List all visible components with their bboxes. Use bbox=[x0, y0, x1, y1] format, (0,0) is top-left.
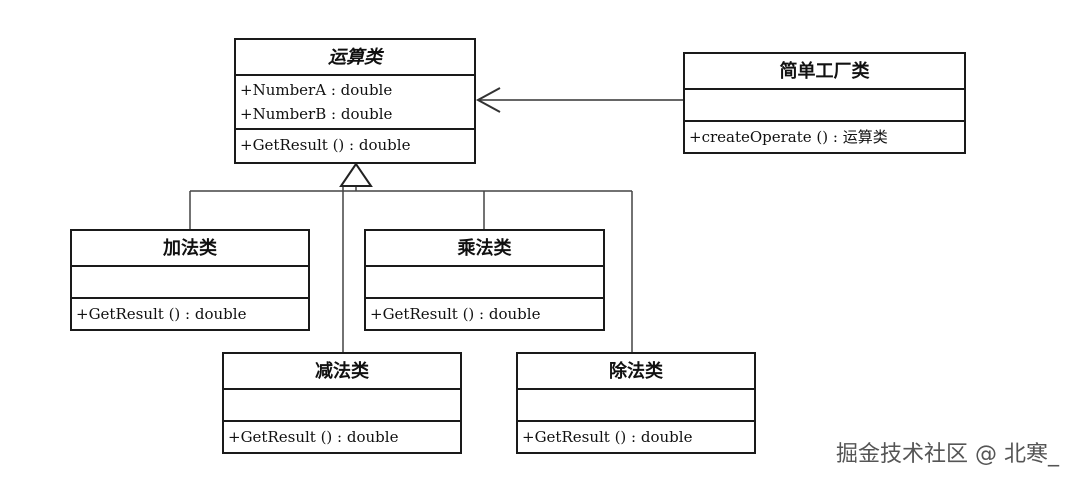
attribute: +NumberA : double bbox=[240, 81, 393, 99]
class-operations: +GetResult () : double bbox=[236, 130, 474, 162]
class-name: 除法类 bbox=[518, 354, 754, 390]
class-operations: +GetResult () : double bbox=[366, 299, 603, 329]
class-name: 简单工厂类 bbox=[685, 54, 964, 90]
class-operation: 运算类 +NumberA : double +NumberB : double … bbox=[234, 38, 476, 164]
operation: +GetResult () : double bbox=[228, 428, 399, 446]
operation: +GetResult () : double bbox=[522, 428, 693, 446]
class-attributes bbox=[518, 390, 754, 422]
class-name: 加法类 bbox=[72, 231, 308, 267]
watermark: 掘金技术社区 @ 北寒_ bbox=[836, 442, 1059, 467]
operation: +createOperate () : 运算类 bbox=[689, 128, 888, 146]
class-attributes bbox=[72, 267, 308, 299]
class-div: 除法类 +GetResult () : double bbox=[516, 352, 756, 454]
inheritance-triangle bbox=[339, 162, 373, 187]
class-operations: +GetResult () : double bbox=[72, 299, 308, 329]
class-name: 减法类 bbox=[224, 354, 460, 390]
operation: +GetResult () : double bbox=[240, 136, 411, 154]
class-mul: 乘法类 +GetResult () : double bbox=[364, 229, 605, 331]
class-operations: +GetResult () : double bbox=[224, 422, 460, 452]
class-attributes: +NumberA : double +NumberB : double bbox=[236, 76, 474, 130]
class-factory: 简单工厂类 +createOperate () : 运算类 bbox=[683, 52, 966, 154]
operation: +GetResult () : double bbox=[370, 305, 541, 323]
class-sub: 减法类 +GetResult () : double bbox=[222, 352, 462, 454]
class-attributes bbox=[685, 90, 964, 122]
class-attributes bbox=[224, 390, 460, 422]
class-operations: +createOperate () : 运算类 bbox=[685, 122, 964, 152]
operation: +GetResult () : double bbox=[76, 305, 247, 323]
association-arrowhead bbox=[475, 87, 501, 113]
class-name: 乘法类 bbox=[366, 231, 603, 267]
class-name: 运算类 bbox=[236, 40, 474, 76]
attribute: +NumberB : double bbox=[240, 105, 393, 123]
class-operations: +GetResult () : double bbox=[518, 422, 754, 452]
class-attributes bbox=[366, 267, 603, 299]
class-add: 加法类 +GetResult () : double bbox=[70, 229, 310, 331]
